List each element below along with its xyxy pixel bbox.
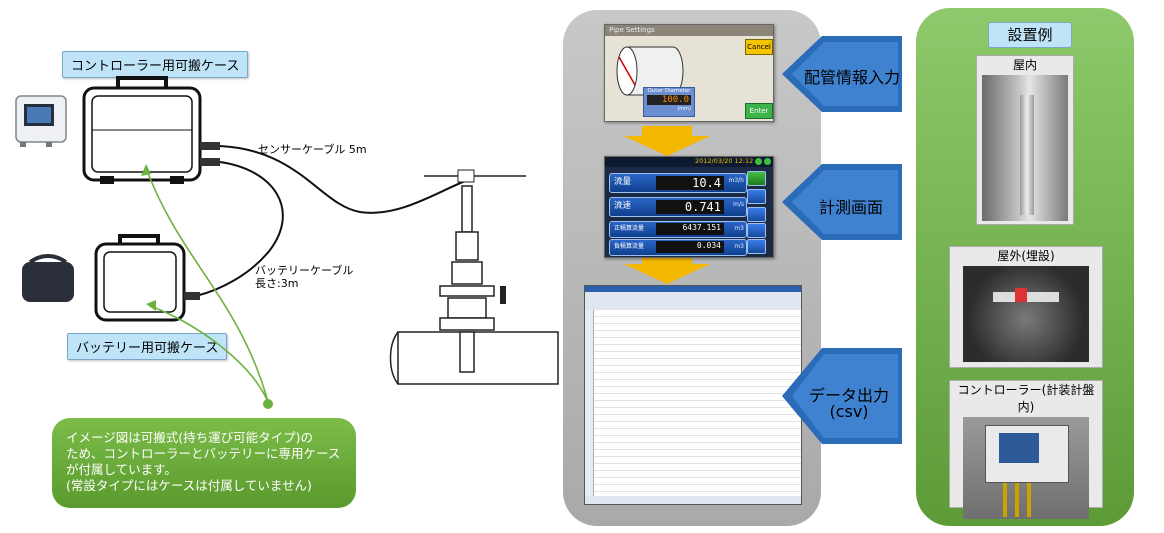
side-button-4[interactable] xyxy=(747,223,766,238)
battery-case-image xyxy=(94,234,200,322)
flow-sensor-drawing xyxy=(389,169,559,385)
note-line-4: (常設タイプにはケースは付属していません) xyxy=(66,478,312,493)
example-controller-caption: コントローラー(計装計盤内) xyxy=(957,383,1095,414)
side-button-2[interactable] xyxy=(747,189,766,204)
note-box: イメージ図は可搬式(持ち運び可能タイプ)の ため、コントローラーとバッテリーに専… xyxy=(52,418,356,508)
measure-row-reverse-total: 負積算流量 0.034 m3 xyxy=(609,239,747,256)
battery-image xyxy=(22,254,74,302)
example-outdoor-caption: 屋外(埋設) xyxy=(997,249,1055,263)
sheet-grid xyxy=(585,310,801,496)
status-dot-icon xyxy=(755,158,762,165)
sheet-titlebar xyxy=(585,286,801,292)
step2-label: 計測画面 xyxy=(818,198,883,217)
measure-label-velocity: 流速 xyxy=(614,201,632,211)
battery-cable xyxy=(195,161,284,297)
example-indoor: 屋内 xyxy=(976,55,1074,225)
note-line-1: イメージ図は可搬式(持ち運び可能タイプ)の xyxy=(66,430,314,445)
enter-button[interactable]: Enter xyxy=(745,103,773,119)
step1-label: 配管情報入力 xyxy=(804,68,901,87)
measure-value-velocity: 0.741 xyxy=(656,200,724,214)
measure-unit-velocity: m/s xyxy=(733,201,744,208)
note-line-2: ため、コントローラーとバッテリーに専用ケース xyxy=(66,446,341,461)
step3-label-1: データ出力 xyxy=(808,386,889,405)
equipment-drawing xyxy=(15,76,559,409)
outer-diameter-field[interactable]: Outer Diameter 100.0 (mm) xyxy=(643,87,695,117)
flow-arrow-1 xyxy=(624,126,710,156)
sheet-rowheaders xyxy=(585,310,594,496)
pipe-cylinder-icon xyxy=(616,46,684,96)
installation-title: 設置例 xyxy=(988,22,1072,48)
note-line-3: が付属しています。 xyxy=(66,462,177,477)
status-dot-icon-2 xyxy=(764,158,771,165)
measure-value-forward-total: 6437.151 xyxy=(656,223,724,235)
outer-diameter-unit: (mm) xyxy=(677,106,691,112)
outer-diameter-label: Outer Diameter xyxy=(647,88,691,94)
sensor-cable-label: センサーケーブル 5m xyxy=(258,143,367,156)
controller-case-label: コントローラー用可搬ケース xyxy=(62,51,249,78)
battery-case-label: バッテリー用可搬ケース xyxy=(67,333,228,360)
step-arrow-2 xyxy=(782,164,902,240)
sheet-statusbar xyxy=(585,496,801,504)
measurement-screen: 2012/03/20 12:12 流量 10.4 m3/h 流速 0.741 m… xyxy=(604,156,774,258)
equipment-diagram: コントローラー用可搬ケース バッテリー用可搬ケース xyxy=(0,0,560,533)
step-arrow-1 xyxy=(782,36,902,112)
measure-unit-reverse-total: m3 xyxy=(734,243,744,250)
measure-value-reverse-total: 0.034 xyxy=(656,241,724,253)
measure-unit-forward-total: m3 xyxy=(734,225,744,232)
measurement-header: 2012/03/20 12:12 xyxy=(605,157,773,167)
step3-label-2: (csv) xyxy=(829,402,869,421)
note-arrow-2 xyxy=(149,305,269,403)
example-controller-photo xyxy=(963,417,1089,519)
example-outdoor-buried: 屋外(埋設) xyxy=(949,246,1103,368)
cancel-button[interactable]: Cancel xyxy=(745,39,773,55)
measure-label-forward-total: 正積算流量 xyxy=(614,225,645,232)
measure-label-reverse-total: 負積算流量 xyxy=(614,243,645,250)
measure-row-flow: 流量 10.4 m3/h xyxy=(609,173,747,193)
example-indoor-caption: 屋内 xyxy=(1012,58,1037,72)
pipe-settings-title: Pipe Settings xyxy=(609,26,655,34)
csv-spreadsheet-image xyxy=(584,285,802,505)
measure-row-velocity: 流速 0.741 m/s xyxy=(609,197,747,217)
outer-diameter-value: 100.0 xyxy=(647,95,691,105)
measure-label-flow: 流量 xyxy=(614,177,632,187)
controller-unit-image xyxy=(15,95,67,147)
step-arrow-3 xyxy=(782,348,902,444)
measure-row-forward-total: 正積算流量 6437.151 m3 xyxy=(609,221,747,238)
measurement-date: 2012/03/20 12:12 xyxy=(695,157,754,165)
pipe-settings-screen: Pipe Settings Cancel Outer Diameter 100.… xyxy=(604,24,774,122)
controller-case-image xyxy=(82,76,220,184)
battery-cable-label-2: 長さ:3m xyxy=(255,277,299,290)
sensor-cable xyxy=(219,145,469,214)
example-controller-panel: コントローラー(計装計盤内) xyxy=(949,380,1103,519)
flow-arrow-2 xyxy=(624,254,710,284)
side-button-5[interactable] xyxy=(747,239,766,254)
example-outdoor-photo xyxy=(963,266,1089,362)
side-button-3[interactable] xyxy=(747,207,766,222)
measure-value-flow: 10.4 xyxy=(656,176,724,190)
battery-cable-label-1: バッテリーケーブル xyxy=(255,264,354,277)
measure-unit-flow: m3/h xyxy=(728,177,745,184)
pipe-settings-titlebar: Pipe Settings xyxy=(605,25,773,36)
sheet-toolbar xyxy=(585,292,801,311)
note-arrow-1 xyxy=(145,167,269,403)
example-indoor-photo xyxy=(982,75,1068,221)
side-button-1[interactable] xyxy=(747,171,766,186)
